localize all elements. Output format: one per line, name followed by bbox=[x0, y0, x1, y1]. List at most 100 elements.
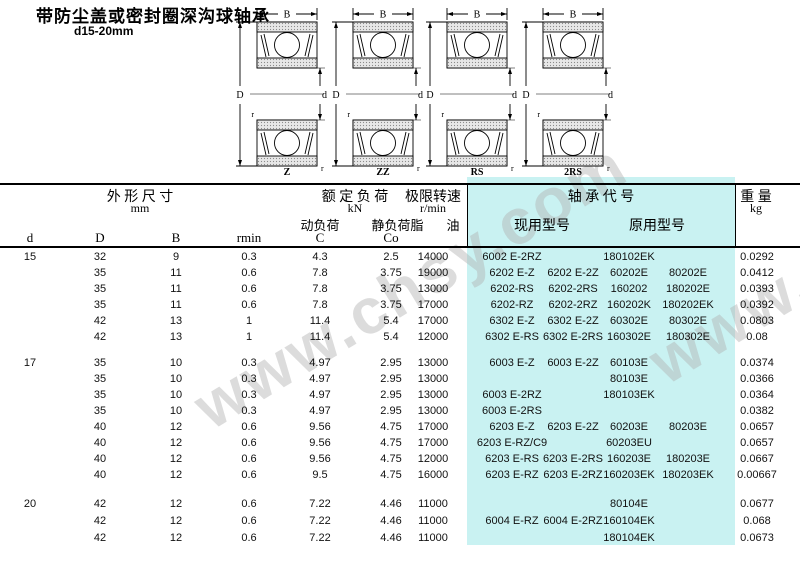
page-subtitle: d15-20mm bbox=[74, 24, 134, 38]
table-cell: 40 bbox=[93, 453, 107, 465]
table-cell: 12 bbox=[169, 498, 183, 510]
table-cell: 12 bbox=[169, 515, 183, 527]
table-cell: 0.0677 bbox=[740, 498, 774, 510]
table-cell: 160202K bbox=[606, 299, 652, 311]
table-cell: 80104E bbox=[610, 498, 648, 510]
table-cell: 12 bbox=[169, 437, 183, 449]
table-cell: 11 bbox=[170, 283, 182, 295]
table-cell: 17000 bbox=[417, 421, 449, 433]
table-cell: 60203E bbox=[610, 421, 648, 433]
table-cell: 0.0366 bbox=[740, 373, 774, 385]
table-cell: 10 bbox=[169, 373, 183, 385]
table-cell: 10 bbox=[169, 405, 183, 417]
table-cell: 11.4 bbox=[309, 315, 331, 327]
table-cell: 0.0392 bbox=[740, 299, 774, 311]
header-static-load: 静负荷 bbox=[371, 218, 411, 233]
table-cell: 180202EK bbox=[662, 299, 714, 311]
table-cell: 4.97 bbox=[309, 373, 331, 385]
table-cell: 13000 bbox=[417, 283, 449, 295]
table-cell: 7.8 bbox=[312, 283, 328, 295]
code-section-right-rule bbox=[735, 184, 736, 246]
bearing-diagram-2rs: 2RS bbox=[516, 4, 616, 176]
table-cell: 80202E bbox=[669, 267, 707, 279]
table-cell: 4.46 bbox=[380, 515, 402, 527]
table-cell: 160203E bbox=[606, 453, 652, 465]
table-cell: 6203 E-RS bbox=[485, 453, 539, 465]
table-cell: 32 bbox=[93, 251, 107, 263]
table-cell: 6203 E-Z bbox=[489, 421, 535, 433]
table-cell: 0.068 bbox=[743, 515, 771, 527]
table-cell: 0.0393 bbox=[740, 283, 774, 295]
table-cell: 7.22 bbox=[309, 532, 331, 544]
table-cell: 4.75 bbox=[380, 437, 402, 449]
table-cell: 0.0374 bbox=[740, 357, 774, 369]
table-cell: 6003 E-2Z bbox=[547, 357, 599, 369]
table-cell: 11.4 bbox=[309, 331, 331, 343]
table-cell: 40 bbox=[93, 437, 107, 449]
table-cell: 60302E bbox=[610, 315, 648, 327]
table-cell: 0.6 bbox=[241, 515, 257, 527]
table-cell: 6203 E-2Z bbox=[547, 421, 599, 433]
table-cell: 0.6 bbox=[241, 469, 257, 481]
diagram-label: 2RS bbox=[564, 167, 582, 176]
table-cell: 6202-2RZ bbox=[548, 299, 598, 311]
table-cell: 2.95 bbox=[380, 405, 402, 417]
table-cell: 6202-RZ bbox=[490, 299, 534, 311]
header-code-group: 轴 承 代 号 bbox=[567, 190, 635, 205]
header-dynamic-load: 动负荷 bbox=[300, 218, 340, 233]
table-cell: 180302E bbox=[665, 331, 711, 343]
table-cell: 11 bbox=[170, 267, 182, 279]
header-col-D: D bbox=[95, 230, 105, 245]
table-cell: 2.95 bbox=[380, 389, 402, 401]
table-cell: 2.5 bbox=[383, 251, 399, 263]
table-cell: 6203 E-RZ/C9 bbox=[476, 437, 548, 449]
table-cell: 0.3 bbox=[241, 373, 257, 385]
table-cell: 0.6 bbox=[241, 498, 257, 510]
table-cell: 11000 bbox=[418, 515, 448, 527]
diagram-label: RS bbox=[471, 167, 484, 176]
table-cell: 6203 E-2RS bbox=[543, 453, 603, 465]
table-cell: 19000 bbox=[417, 267, 449, 279]
table-cell: 42 bbox=[93, 515, 107, 527]
table-top-rule bbox=[0, 183, 800, 185]
table-cell: 7.22 bbox=[309, 515, 331, 527]
header-col-co: Co bbox=[383, 230, 399, 245]
table-cell: 0.0657 bbox=[740, 421, 774, 433]
header-dim-group: 外 形 尺 寸 bbox=[106, 190, 174, 205]
table-cell: 12 bbox=[169, 421, 183, 433]
highlight-band bbox=[467, 177, 735, 545]
table-cell: 35 bbox=[93, 267, 107, 279]
table-cell: 1 bbox=[245, 315, 253, 327]
table-cell: 17000 bbox=[417, 437, 449, 449]
header-col-rmin: rmin bbox=[236, 230, 262, 245]
table-cell: 4.75 bbox=[380, 453, 402, 465]
table-cell: 180203E bbox=[665, 453, 711, 465]
header-original-model: 原用型号 bbox=[629, 219, 685, 234]
table-cell: 0.6 bbox=[241, 437, 257, 449]
table-cell: 2.95 bbox=[380, 357, 402, 369]
table-cell: 6003 E-2RS bbox=[482, 405, 542, 417]
table-cell: 6003 E-Z bbox=[489, 357, 535, 369]
table-cell: 9.56 bbox=[309, 421, 331, 433]
header-col-B: B bbox=[171, 230, 181, 245]
table-cell: 180202E bbox=[665, 283, 711, 295]
header-weight-unit: kg bbox=[750, 201, 762, 215]
table-cell: 40 bbox=[93, 469, 107, 481]
table-cell: 180104EK bbox=[603, 532, 655, 544]
table-cell: 1 bbox=[245, 331, 253, 343]
table-cell: 0.6 bbox=[241, 453, 257, 465]
table-cell: 42 bbox=[93, 315, 107, 327]
table-cell: 6302 E-RS bbox=[485, 331, 539, 343]
table-cell: 80302E bbox=[669, 315, 707, 327]
header-current-model: 现用型号 bbox=[514, 219, 570, 234]
table-cell: 6203 E-2RZ bbox=[543, 469, 603, 481]
table-cell: 15 bbox=[23, 251, 37, 263]
table-cell: 4.97 bbox=[309, 405, 331, 417]
table-cell: 160302E bbox=[606, 331, 652, 343]
